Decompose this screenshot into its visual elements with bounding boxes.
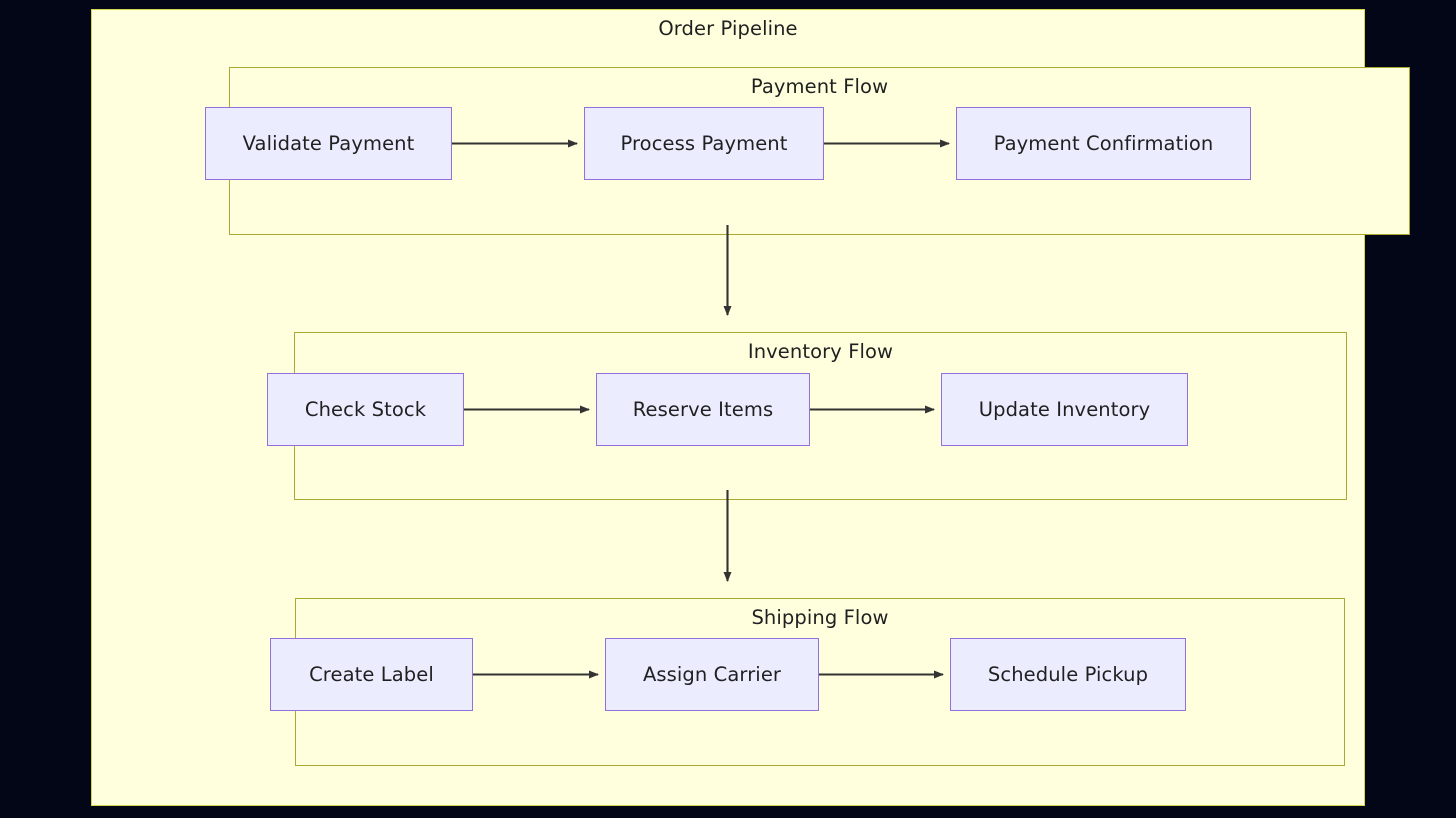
node-label: Payment Confirmation — [993, 132, 1214, 155]
node-process-payment[interactable]: Process Payment — [584, 107, 824, 180]
node-label: Create Label — [309, 663, 434, 686]
node-label: Assign Carrier — [642, 663, 782, 686]
node-label: Update Inventory — [978, 398, 1151, 421]
node-label: Check Stock — [304, 398, 427, 421]
node-validate-payment[interactable]: Validate Payment — [205, 107, 452, 180]
node-label: Reserve Items — [632, 398, 774, 421]
node-update-inventory[interactable]: Update Inventory — [941, 373, 1188, 446]
cluster-title-inventory-flow: Inventory Flow — [747, 340, 894, 363]
cluster-title-payment-flow: Payment Flow — [750, 75, 889, 98]
node-create-label[interactable]: Create Label — [270, 638, 473, 711]
node-label: Process Payment — [620, 132, 788, 155]
node-check-stock[interactable]: Check Stock — [267, 373, 464, 446]
node-label: Schedule Pickup — [987, 663, 1149, 686]
node-payment-confirmation[interactable]: Payment Confirmation — [956, 107, 1251, 180]
node-assign-carrier[interactable]: Assign Carrier — [605, 638, 819, 711]
node-schedule-pickup[interactable]: Schedule Pickup — [950, 638, 1186, 711]
page-title: Order Pipeline — [658, 17, 798, 40]
node-reserve-items[interactable]: Reserve Items — [596, 373, 810, 446]
node-label: Validate Payment — [242, 132, 415, 155]
cluster-title-shipping-flow: Shipping Flow — [751, 606, 889, 629]
